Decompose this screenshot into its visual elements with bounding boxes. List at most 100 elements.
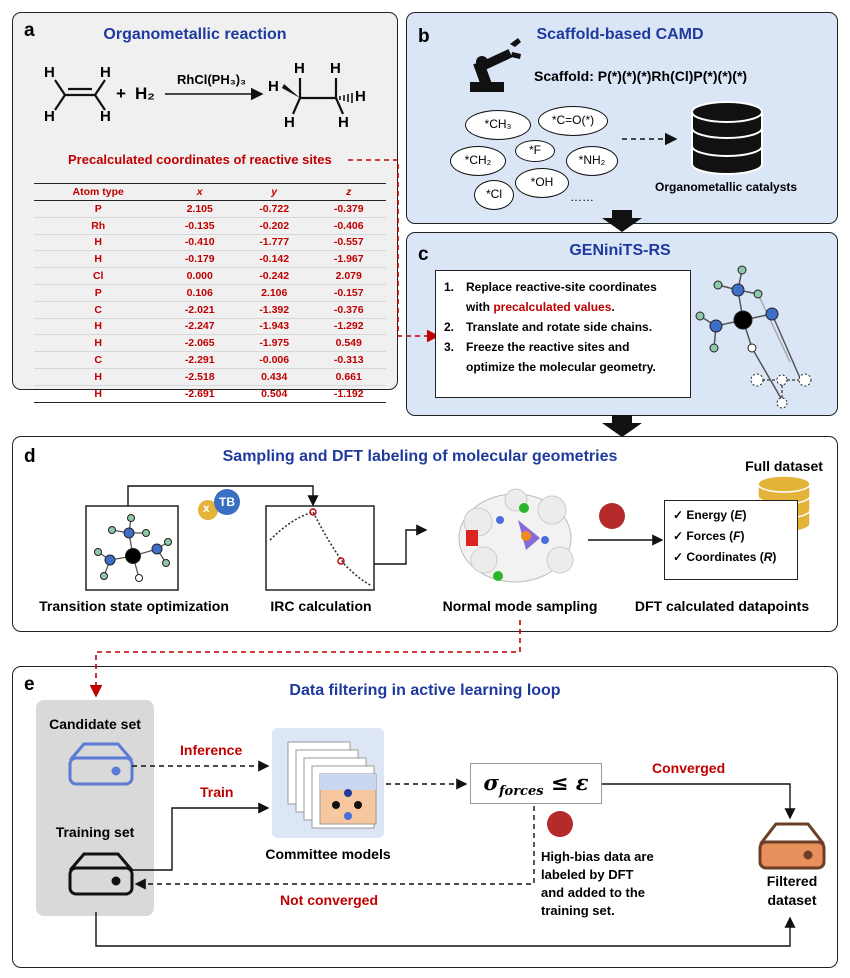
atom-cell: H <box>34 234 163 252</box>
high-bias-text: High-bias data are labeled by DFT and ad… <box>541 849 654 918</box>
panel-a-title: Organometallic reaction <box>103 26 287 43</box>
ethylene-h-br: H <box>100 108 111 125</box>
panel-a-label: a <box>24 20 35 41</box>
y-cell: -0.006 <box>236 351 312 369</box>
panel-c-title: GENiniTS-RS <box>569 242 671 259</box>
ethylene-h-tl: H <box>44 64 55 81</box>
table-row: Rh-0.135-0.202-0.406 <box>34 217 386 235</box>
x-cell: -2.518 <box>162 368 237 386</box>
candidate-disk-icon <box>68 742 134 786</box>
step3-number: 3. <box>444 340 455 354</box>
step2-text: Translate and rotate side chains. <box>466 320 653 334</box>
train-label: Train <box>200 784 234 800</box>
z-cell: -0.313 <box>311 351 386 369</box>
ethane-h-tr: H <box>330 60 341 77</box>
ts-atoms <box>94 514 172 582</box>
normal-mode-molecule <box>458 488 574 583</box>
z-cell: -1.192 <box>311 385 386 403</box>
committee-caption: Committee models <box>265 846 391 862</box>
y-cell: -0.142 <box>236 250 312 269</box>
irc-caption: IRC calculation <box>270 598 372 614</box>
inference-label: Inference <box>180 742 243 758</box>
irc-box <box>265 505 375 591</box>
ethane-structure <box>291 78 345 115</box>
forces-item: ✓ Forces (F) <box>673 529 745 543</box>
table-header-row: Atom type x y z <box>34 183 386 201</box>
ethane-h-r: H <box>355 88 366 105</box>
z-cell: 0.549 <box>311 334 386 353</box>
z-cell: -0.157 <box>311 284 386 302</box>
not-converged-arrow <box>134 806 535 890</box>
header-x: x <box>162 183 237 201</box>
panel-b-title: Scaffold-based CAMD <box>536 26 704 43</box>
energy-item: ✓ Energy (E) <box>673 508 747 522</box>
candidate-set-label: Candidate set <box>49 716 141 732</box>
converged-arrow <box>602 783 796 820</box>
fragment-co: *C=O(*) <box>538 106 608 136</box>
ethylene-h-tr: H <box>100 64 111 81</box>
header-y: y <box>236 183 312 201</box>
dft-datapoints-box: ✓ Energy (E) ✓ Forces (F) ✓ Coordinates … <box>664 500 798 580</box>
y-cell: -1.777 <box>236 234 312 252</box>
fragment-cl: *Cl <box>474 180 514 210</box>
z-cell: -0.376 <box>311 301 386 319</box>
train-arrow <box>132 802 270 871</box>
atom-cell: Rh <box>34 217 163 235</box>
nm-caption: Normal mode sampling <box>442 598 598 614</box>
training-to-filtered-arrow <box>95 912 796 947</box>
training-disk-icon <box>68 852 134 896</box>
z-cell: -0.406 <box>311 217 386 235</box>
table-row: C-2.021-1.392-0.376 <box>34 301 386 319</box>
ethane-h-l: H <box>268 78 279 95</box>
reaction-plus: + <box>116 84 126 103</box>
z-cell: 2.079 <box>311 267 386 285</box>
ethylene-h-bl: H <box>44 108 55 125</box>
atom-cell: C <box>34 351 163 369</box>
filtered-disk-icon <box>758 822 826 870</box>
dataset-to-candidate-connector <box>89 620 521 698</box>
y-cell: -0.202 <box>236 217 312 235</box>
x-cell: -2.065 <box>162 334 237 353</box>
ethane-h-bl: H <box>284 114 295 131</box>
panel-b-label: b <box>418 26 430 47</box>
ethylene-structure <box>54 79 106 111</box>
z-cell: -1.292 <box>311 318 386 336</box>
training-set-label: Training set <box>55 824 135 840</box>
step2-number: 2. <box>444 320 455 334</box>
x-cell: -0.135 <box>162 217 237 235</box>
x-cell: 2.105 <box>162 200 237 218</box>
panel-e-label: e <box>24 674 35 695</box>
atom-cell: H <box>34 385 163 403</box>
z-cell: -0.557 <box>311 234 386 252</box>
x-cell: 0.000 <box>162 267 237 285</box>
atom-cell: H <box>34 250 163 269</box>
x-cell: 0.106 <box>162 284 237 302</box>
table-row: H-0.179-0.142-1.967 <box>34 250 386 269</box>
x-cell: -0.179 <box>162 250 237 269</box>
x-cell: -2.291 <box>162 351 237 369</box>
coordinates-item: ✓ Coordinates (R) <box>673 550 777 564</box>
xtb-tb: TB <box>219 495 235 509</box>
converged-label: Converged <box>652 760 726 776</box>
y-cell: 0.504 <box>236 385 312 403</box>
y-cell: -1.392 <box>236 301 312 319</box>
table-row: H-2.247-1.943-1.292 <box>34 318 386 336</box>
step3-line2: optimize the molecular geometry. <box>466 360 656 374</box>
not-converged-label: Not converged <box>280 892 379 908</box>
step3-line1: Freeze the reactive sites and <box>466 340 630 354</box>
header-atom-type: Atom type <box>34 183 163 201</box>
ethane-h-tl: H <box>294 60 305 77</box>
table-row: C-2.291-0.006-0.313 <box>34 351 386 369</box>
y-cell: 2.106 <box>236 284 312 302</box>
gaussian-logo-e <box>547 811 573 837</box>
down-arrow-c-d <box>602 415 642 437</box>
molecule-atoms <box>695 265 812 409</box>
table-row: H-0.410-1.777-0.557 <box>34 234 386 252</box>
atom-cell: C <box>34 301 163 319</box>
